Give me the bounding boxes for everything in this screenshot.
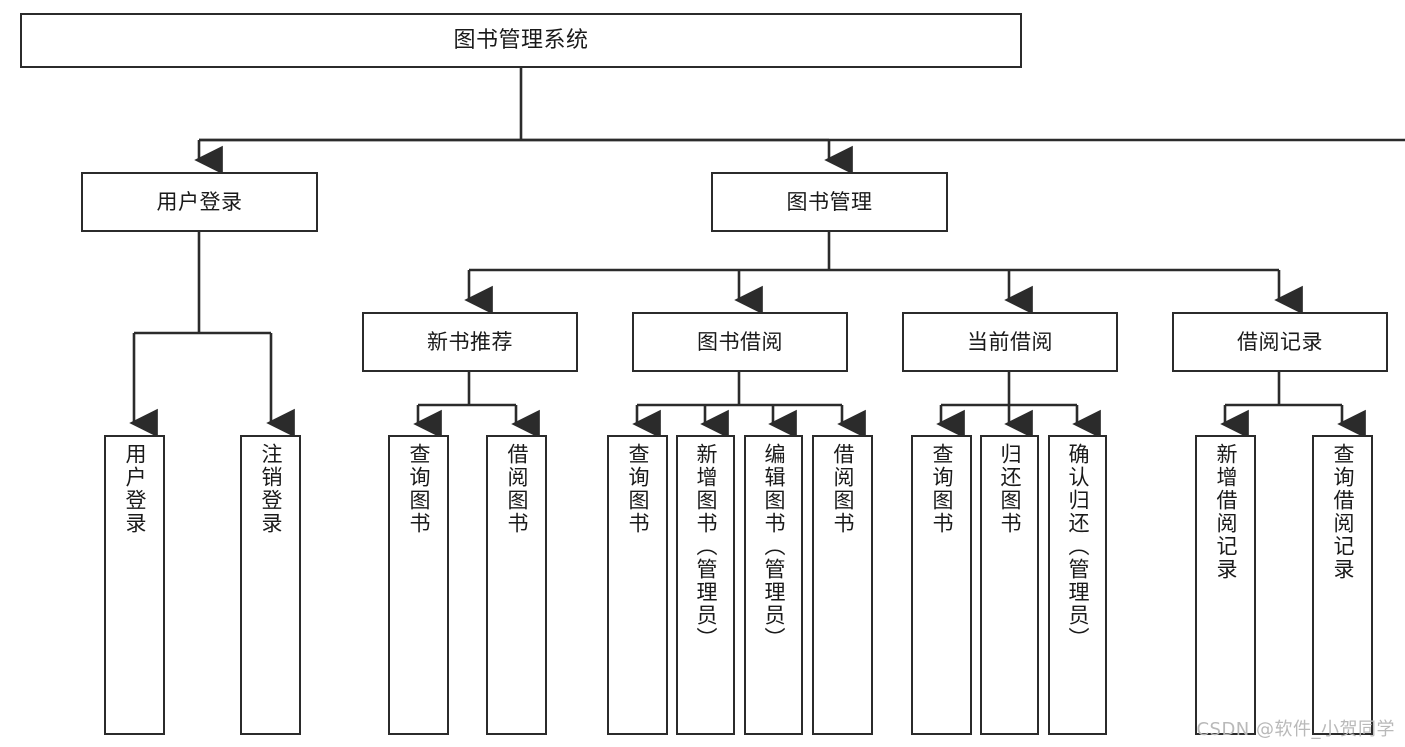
leaf-records-query-record[interactable]: 查询借阅记录 xyxy=(1312,435,1373,735)
node-borrow-records[interactable]: 借阅记录 xyxy=(1172,312,1388,372)
leaf-records-query-record-label: 查询借阅记录 xyxy=(1331,443,1355,581)
node-root-system-label: 图书管理系统 xyxy=(453,27,589,53)
leaf-newbook-borrow-book[interactable]: 借阅图书 xyxy=(486,435,547,735)
node-new-book-recommend[interactable]: 新书推荐 xyxy=(362,312,578,372)
leaf-current-query-book[interactable]: 查询图书 xyxy=(911,435,972,735)
node-user-login-label: 用户登录 xyxy=(156,189,243,214)
leaf-current-query-book-label: 查询图书 xyxy=(930,443,954,535)
leaf-current-confirm-return-label: 确认归还（管理员） xyxy=(1066,443,1090,650)
leaf-borrow-add-book[interactable]: 新增图书（管理员） xyxy=(676,435,735,735)
leaf-user-login-signout[interactable]: 注销登录 xyxy=(240,435,301,735)
leaf-user-login-signin[interactable]: 用户登录 xyxy=(104,435,165,735)
leaf-current-confirm-return[interactable]: 确认归还（管理员） xyxy=(1048,435,1107,735)
node-borrow-records-label: 借阅记录 xyxy=(1237,329,1323,354)
leaf-newbook-borrow-book-label: 借阅图书 xyxy=(505,443,529,535)
node-root-system[interactable]: 图书管理系统 xyxy=(20,13,1022,68)
node-current-borrow[interactable]: 当前借阅 xyxy=(902,312,1118,372)
node-book-borrow-label: 图书借阅 xyxy=(697,329,783,354)
leaf-borrow-borrow-book[interactable]: 借阅图书 xyxy=(812,435,873,735)
leaf-user-login-signin-label: 用户登录 xyxy=(123,443,147,535)
leaf-newbook-query-book[interactable]: 查询图书 xyxy=(388,435,449,735)
leaf-current-return-book-label: 归还图书 xyxy=(998,443,1022,535)
node-book-borrow[interactable]: 图书借阅 xyxy=(632,312,848,372)
node-current-borrow-label: 当前借阅 xyxy=(967,329,1053,354)
leaf-newbook-query-book-label: 查询图书 xyxy=(407,443,431,535)
leaf-borrow-add-book-label: 新增图书（管理员） xyxy=(694,443,718,650)
node-book-management[interactable]: 图书管理 xyxy=(711,172,948,232)
csdn-watermark: CSDN @软件_小贺同学 xyxy=(1196,719,1395,740)
leaf-records-add-record-label: 新增借阅记录 xyxy=(1214,443,1238,581)
leaf-borrow-query-book[interactable]: 查询图书 xyxy=(607,435,668,735)
node-new-book-recommend-label: 新书推荐 xyxy=(427,329,513,354)
leaf-borrow-edit-book-label: 编辑图书（管理员） xyxy=(762,443,786,650)
node-book-management-label: 图书管理 xyxy=(786,189,873,214)
node-user-login[interactable]: 用户登录 xyxy=(81,172,318,232)
leaf-user-login-signout-label: 注销登录 xyxy=(259,443,283,535)
leaf-borrow-edit-book[interactable]: 编辑图书（管理员） xyxy=(744,435,803,735)
leaf-borrow-query-book-label: 查询图书 xyxy=(626,443,650,535)
leaf-current-return-book[interactable]: 归还图书 xyxy=(980,435,1039,735)
leaf-records-add-record[interactable]: 新增借阅记录 xyxy=(1195,435,1256,735)
leaf-borrow-borrow-book-label: 借阅图书 xyxy=(831,443,855,535)
